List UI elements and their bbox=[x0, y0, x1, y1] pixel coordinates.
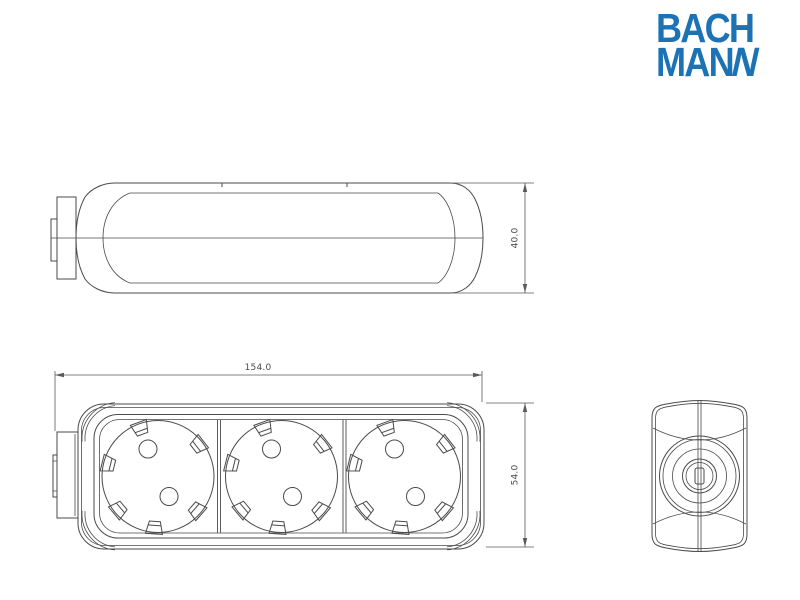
top-view bbox=[50, 182, 484, 294]
cable-gland-front bbox=[52, 431, 79, 519]
arrowhead bbox=[473, 372, 482, 378]
logo-line-2: MANN bbox=[656, 38, 763, 85]
front-body-inner-edge bbox=[81, 407, 481, 546]
side-socket-circle-4 bbox=[682, 458, 717, 494]
arrowhead bbox=[55, 372, 64, 378]
logo-line-1: BACH bbox=[656, 5, 755, 51]
socket-rim-outer bbox=[93, 414, 469, 539]
side-bottom-contour bbox=[652, 511, 747, 525]
dimensions: 154.0 54.0 40.0 bbox=[54, 182, 534, 548]
front-body-outline bbox=[77, 403, 485, 550]
side-socket-circle-outer bbox=[659, 435, 740, 517]
arrowhead bbox=[522, 403, 528, 412]
dimension-depth-label: 40.0 bbox=[511, 228, 521, 249]
logo-slanted-n: N bbox=[728, 38, 763, 85]
arrowhead bbox=[522, 538, 528, 547]
dimension-height: 54.0 bbox=[486, 402, 534, 548]
arrowhead bbox=[522, 183, 528, 192]
socket-rim-inner bbox=[99, 419, 463, 534]
side-socket-circle-5 bbox=[685, 462, 714, 490]
side-socket-circle-2 bbox=[662, 439, 737, 513]
side-body-inner-edge bbox=[655, 402, 744, 550]
dimension-height-label: 54.0 bbox=[511, 465, 521, 486]
bachmann-logo: BACH MANN bbox=[656, 5, 763, 85]
socket-dividers bbox=[217, 420, 347, 533]
dimension-length-label: 154.0 bbox=[245, 363, 272, 373]
socket-outlet-3 bbox=[346, 419, 461, 535]
top-view-outline bbox=[75, 182, 484, 294]
front-view bbox=[52, 402, 485, 551]
dimension-depth: 40.0 bbox=[452, 182, 534, 294]
socket-outlet-1 bbox=[99, 419, 215, 535]
top-view-inner-edge bbox=[102, 192, 456, 284]
side-view bbox=[651, 399, 748, 553]
side-parting-line bbox=[697, 400, 702, 552]
arrowhead bbox=[522, 284, 528, 293]
socket-outlet-2 bbox=[223, 419, 338, 535]
side-top-contour bbox=[652, 427, 747, 441]
corner-bands bbox=[81, 402, 481, 551]
side-center-notch bbox=[694, 467, 705, 485]
side-socket-circle-3 bbox=[672, 448, 727, 504]
side-body-outline bbox=[651, 399, 748, 553]
cable-gland-tab-top bbox=[50, 218, 58, 262]
dimension-length: 154.0 bbox=[54, 363, 483, 431]
